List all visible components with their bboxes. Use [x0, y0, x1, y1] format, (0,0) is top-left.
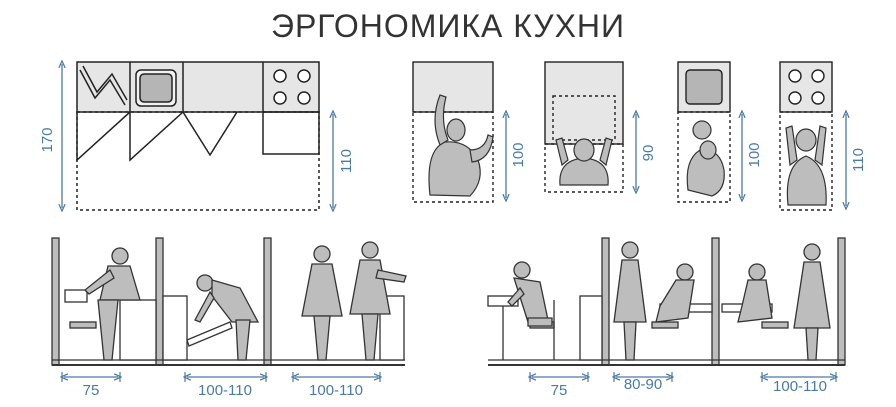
svg-text:100: 100 [510, 142, 527, 167]
dim-170: 170 [39, 64, 62, 208]
dim-100-dishwasher: 100 [742, 114, 763, 198]
page-title: ЭРГОНОМИКА КУХНИ [270, 8, 626, 44]
human-figure-icon [737, 263, 773, 323]
plan-zone-table [544, 61, 624, 193]
svg-text:170: 170 [39, 127, 56, 152]
plan-zone-dishwasher [677, 61, 731, 203]
chair-icon [651, 321, 679, 329]
svg-text:110: 110 [338, 149, 355, 173]
dim-100-110-dining: 100-110 [762, 372, 836, 395]
svg-text:100-110: 100-110 [309, 382, 363, 399]
svg-text:90: 90 [640, 145, 657, 162]
human-figure-icon [428, 94, 494, 197]
sink-icon [135, 69, 177, 107]
dish-rack-icon [79, 65, 128, 106]
dim-100-110-oven: 100-110 [185, 372, 266, 399]
svg-text:100-110: 100-110 [773, 378, 827, 395]
oven-door-icon [186, 321, 233, 347]
stove-burners-icon [788, 69, 825, 105]
counter-plan [76, 61, 320, 211]
chair-icon [761, 321, 789, 329]
human-figure-icon [655, 263, 695, 323]
svg-text:75: 75 [551, 382, 568, 399]
human-figure-icon [301, 245, 343, 361]
elevation-left [51, 237, 407, 366]
svg-text:75: 75 [83, 382, 100, 399]
human-figure-icon [793, 243, 831, 361]
dim-110-counter: 110 [333, 114, 355, 208]
human-figure-icon [555, 137, 613, 186]
dim-80-90: 80-90 [614, 372, 672, 393]
svg-text:100-110: 100-110 [198, 382, 252, 399]
stove-burners-icon [273, 69, 311, 105]
elevation-right [487, 237, 846, 366]
svg-text:80-90: 80-90 [624, 376, 662, 393]
plan-zone-sink [412, 61, 494, 203]
dim-75-left: 75 [62, 372, 120, 399]
human-figure-icon [349, 241, 407, 361]
human-figure-icon [613, 241, 647, 361]
plan-zone-stove [779, 61, 833, 211]
dim-100-sink: 100 [506, 114, 527, 198]
human-figure-icon [686, 120, 725, 197]
human-figure-icon [785, 125, 827, 206]
dim-100-110-passage: 100-110 [293, 372, 380, 399]
human-figure-icon [84, 247, 141, 361]
dim-90-table: 90 [636, 114, 657, 190]
dim-110-stove: 110 [846, 114, 867, 206]
human-figure-icon [507, 261, 553, 327]
svg-text:110: 110 [850, 148, 867, 172]
dim-75-right: 75 [530, 372, 588, 399]
svg-text:100: 100 [746, 142, 763, 167]
human-figure-icon [194, 274, 260, 361]
cabinet-doors [76, 111, 320, 162]
